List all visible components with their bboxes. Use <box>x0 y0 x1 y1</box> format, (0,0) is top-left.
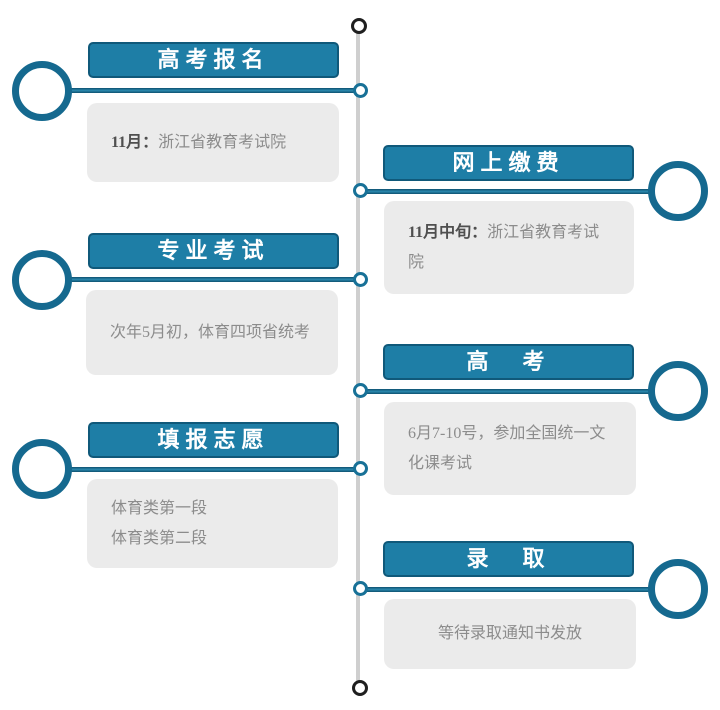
node-ring <box>648 361 708 421</box>
step-detail-text: 6月7-10号，参加全国统一文化课考试 <box>408 424 606 472</box>
step-title-bar: 高考报名 <box>88 42 339 78</box>
step-title-bar: 录 取 <box>383 541 634 577</box>
detail-line-2: 体育类第二段 <box>111 529 208 547</box>
timeline-start-dot <box>351 18 367 34</box>
step-title-bar: 网上缴费 <box>383 145 634 181</box>
step-detail-box: 11月：浙江省教育考试院 <box>87 103 339 182</box>
node-ring <box>12 439 72 499</box>
step-detail-text: 次年5月初，体育四项省统考 <box>110 323 311 341</box>
axis-junction-dot <box>353 581 368 596</box>
axis-junction-dot <box>353 461 368 476</box>
axis-junction-dot <box>353 83 368 98</box>
detail-line-1: 体育类第一段 <box>111 499 208 517</box>
step-title-bar: 填报志愿 <box>88 422 339 458</box>
detail-date-label: 11月中旬： <box>408 223 488 241</box>
step-title-bar: 高 考 <box>383 344 634 380</box>
step-detail-box: 等待录取通知书发放 <box>384 599 636 669</box>
connector-line <box>42 88 360 93</box>
timeline-end-dot <box>352 680 368 696</box>
axis-junction-dot <box>353 183 368 198</box>
axis-junction-dot <box>353 272 368 287</box>
step-detail-box: 体育类第一段 体育类第二段 <box>87 479 338 568</box>
connector-line <box>360 389 678 394</box>
step-detail-box: 6月7-10号，参加全国统一文化课考试 <box>384 402 636 495</box>
step-detail-text: 11月：浙江省教育考试院 <box>111 128 315 158</box>
step-detail-text: 等待录取通知书发放 <box>437 625 582 642</box>
node-ring <box>12 61 72 121</box>
connector-line <box>360 189 678 194</box>
node-ring <box>12 250 72 310</box>
detail-body-text: 浙江省教育考试院 <box>158 133 287 151</box>
axis-junction-dot <box>353 383 368 398</box>
connector-line <box>360 587 678 592</box>
connector-line <box>42 277 360 282</box>
detail-body-text: 浙江省教育考试院 <box>408 223 600 271</box>
step-detail-box: 次年5月初，体育四项省统考 <box>86 290 338 375</box>
detail-date-label: 11月： <box>111 133 159 151</box>
step-title-bar: 专业考试 <box>88 233 339 269</box>
node-ring <box>648 161 708 221</box>
node-ring <box>648 559 708 619</box>
step-detail-text: 11月中旬：浙江省教育考试院 <box>408 218 610 278</box>
timeline-axis <box>356 26 360 688</box>
step-detail-box: 11月中旬：浙江省教育考试院 <box>384 201 634 294</box>
connector-line <box>42 467 360 472</box>
